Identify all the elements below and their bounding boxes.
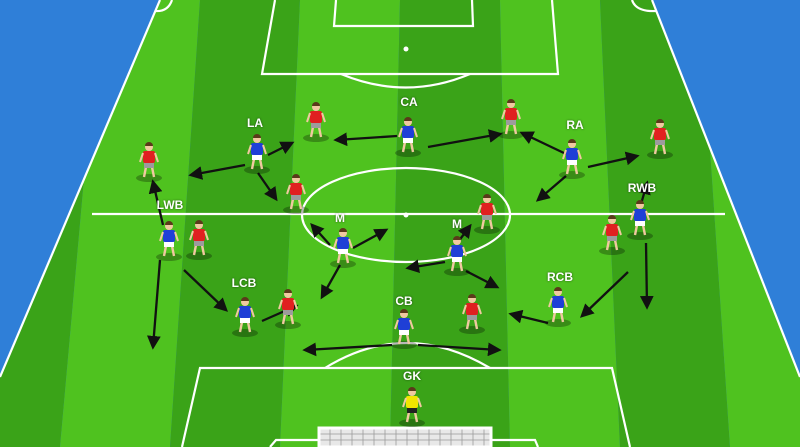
player-red [283,174,309,214]
player-blue [244,134,270,174]
arrow [519,131,567,156]
position-label-la: LA [247,116,263,130]
arrow [465,269,500,289]
position-label-cb: CB [395,294,413,308]
player-blue [232,297,258,337]
player-red [459,294,485,334]
player-blue [330,228,356,268]
arrow [639,242,654,310]
arrow [508,309,549,325]
arrow [147,259,162,350]
players [136,99,673,427]
position-label-ra: RA [566,118,584,132]
player-red [186,220,212,260]
arrow [302,342,393,357]
arrow [427,129,503,149]
position-label-gk: GK [403,369,421,383]
position-label-m-right: M [452,217,462,231]
player-goalkeeper [399,387,425,427]
arrow [148,179,165,226]
position-label-m-left: M [335,211,345,225]
corner-arc-top-right [630,0,657,13]
player-blue [559,139,585,179]
top-penalty-arc [340,72,471,89]
bottom-penalty-arc [324,341,491,369]
position-label-ca: CA [400,95,418,109]
corner-arc-top-left [154,0,174,13]
arrow [267,141,295,157]
arrow [257,172,278,202]
arrow [417,342,502,357]
player-red [275,289,301,329]
position-label-lcb: LCB [231,276,257,290]
position-label-lwb: LWB [156,198,184,212]
bottom-penalty-box [180,366,632,447]
position-label-rwb: RWB [627,181,657,195]
player-blue [395,117,421,157]
arrow [587,151,640,169]
arrow [352,228,389,250]
player-blue [156,221,182,261]
arrow [183,269,228,312]
player-blue [444,236,470,276]
player-red [647,119,673,159]
player-red [498,99,524,139]
arrow [310,222,331,246]
arrow [535,175,567,202]
player-red [599,215,625,255]
goal-net [317,426,493,447]
top-penalty-box [260,0,560,76]
player-blue [391,309,417,349]
player-blue [545,287,571,327]
player-red [136,142,162,182]
player-red [474,194,500,234]
player-red [303,102,329,142]
arrow [580,271,629,318]
top-goal-box [332,0,475,28]
arrow [188,163,246,180]
center-spot [403,212,409,218]
position-label-rcb: RCB [547,270,573,284]
left-touchline [0,0,162,378]
player-blue [627,200,653,240]
arrow [405,259,446,274]
arrow [333,132,398,147]
right-touchline [650,0,800,378]
arrow [320,264,342,300]
top-penalty-spot [403,46,409,52]
